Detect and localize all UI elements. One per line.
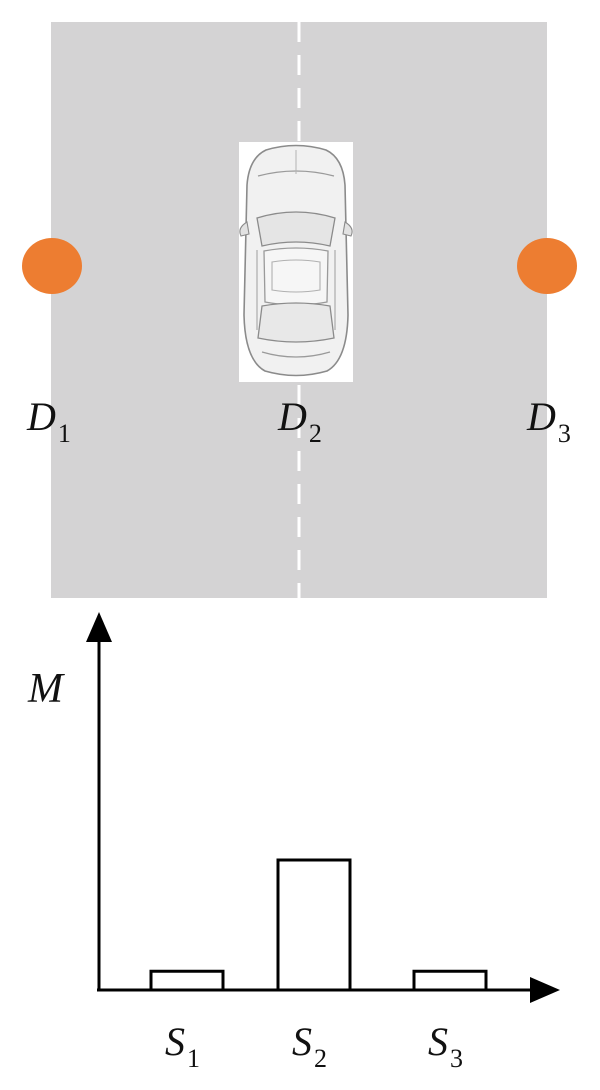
road-section: D1 D2 D3	[22, 22, 577, 598]
category-label-s3: S3	[428, 1019, 463, 1073]
bar-s2	[276, 858, 352, 992]
detector-d3-label: D3	[526, 394, 571, 448]
detector-d1-label: D1	[26, 394, 71, 448]
x-axis-arrowhead	[530, 977, 560, 1003]
y-axis-arrowhead	[86, 612, 112, 642]
car-top-view-icon	[239, 142, 353, 382]
y-axis-label: M	[27, 666, 65, 712]
detector-d3-marker	[517, 238, 577, 294]
bar-s3	[412, 969, 488, 992]
magnitude-bar-chart: M S1 S2 S3	[27, 612, 560, 1073]
category-label-s2: S2	[292, 1019, 327, 1073]
detector-d2-label: D2	[277, 394, 322, 448]
detector-d1-marker	[22, 238, 82, 294]
category-label-s1: S1	[165, 1019, 200, 1073]
bar-s1	[149, 969, 225, 992]
